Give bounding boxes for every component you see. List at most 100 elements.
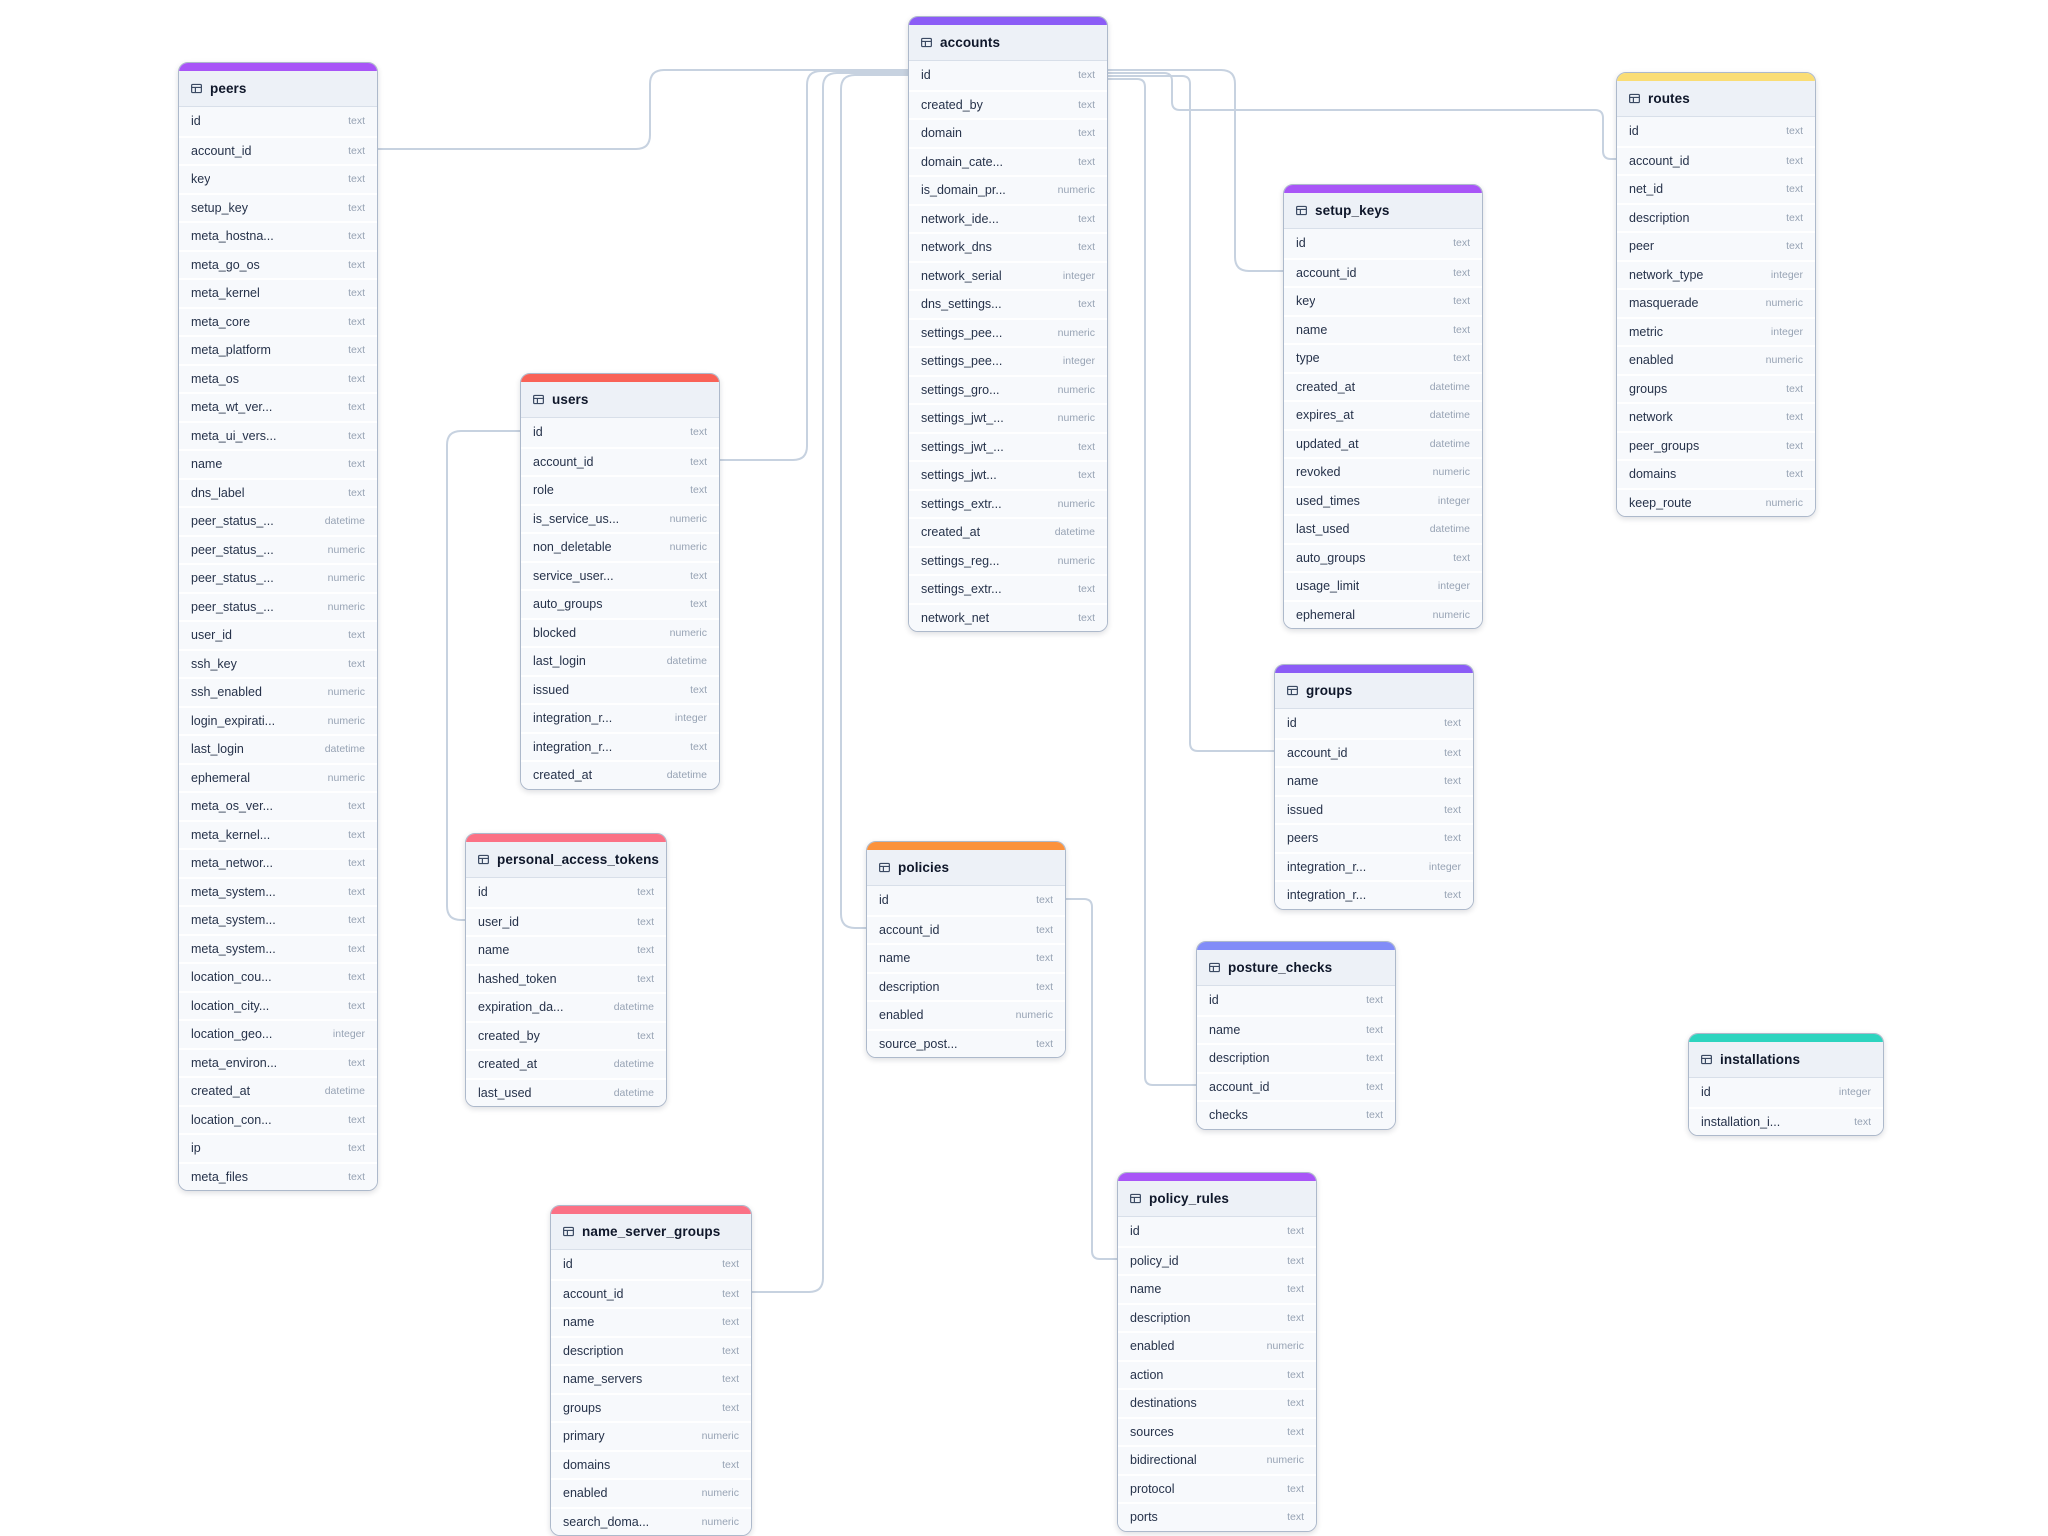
field-row[interactable]: meta_os_ver...text — [179, 791, 377, 820]
field-row[interactable]: meta_environ...text — [179, 1047, 377, 1076]
field-row[interactable]: meta_system...text — [179, 933, 377, 962]
field-row[interactable]: meta_ui_vers...text — [179, 420, 377, 449]
field-row[interactable]: peer_status_...numeric — [179, 534, 377, 563]
field-row[interactable]: settings_jwt_...text — [909, 431, 1107, 460]
table-header[interactable]: posture_checks — [1197, 950, 1395, 986]
field-row[interactable]: settings_reg...numeric — [909, 545, 1107, 574]
field-row[interactable]: peer_status_...numeric — [179, 591, 377, 620]
field-row[interactable]: search_doma...numeric — [551, 1506, 751, 1535]
table-header[interactable]: setup_keys — [1284, 193, 1482, 229]
field-row[interactable]: meta_hostna...text — [179, 221, 377, 250]
field-row[interactable]: is_domain_pr...numeric — [909, 175, 1107, 204]
field-row[interactable]: meta_system...text — [179, 905, 377, 934]
table-header[interactable]: personal_access_tokens — [466, 842, 666, 878]
field-row[interactable]: settings_extr...text — [909, 574, 1107, 603]
field-row[interactable]: dns_settings...text — [909, 289, 1107, 318]
field-row[interactable]: integration_r...integer — [1275, 851, 1473, 880]
table-header[interactable]: peers — [179, 71, 377, 107]
field-row[interactable]: meta_wt_ver...text — [179, 392, 377, 421]
field-row[interactable]: source_post...text — [867, 1028, 1065, 1057]
table-header[interactable]: users — [521, 382, 719, 418]
field-row[interactable]: integration_r...text — [521, 731, 719, 760]
table-header[interactable]: installations — [1689, 1042, 1883, 1078]
field-row[interactable]: settings_pee...integer — [909, 346, 1107, 375]
field-row[interactable]: service_user...text — [521, 560, 719, 589]
field-row[interactable]: integration_r...integer — [521, 703, 719, 732]
field-row[interactable]: is_service_us...numeric — [521, 503, 719, 532]
table-header[interactable]: policy_rules — [1118, 1181, 1316, 1217]
field-row[interactable]: settings_extr...numeric — [909, 488, 1107, 517]
field-row[interactable]: settings_gro...numeric — [909, 374, 1107, 403]
field-row[interactable]: location_cou...text — [179, 962, 377, 991]
field-row[interactable]: location_geo...integer — [179, 1019, 377, 1048]
field-row[interactable]: integration_r...text — [1275, 880, 1473, 909]
field-row[interactable]: meta_networ...text — [179, 848, 377, 877]
